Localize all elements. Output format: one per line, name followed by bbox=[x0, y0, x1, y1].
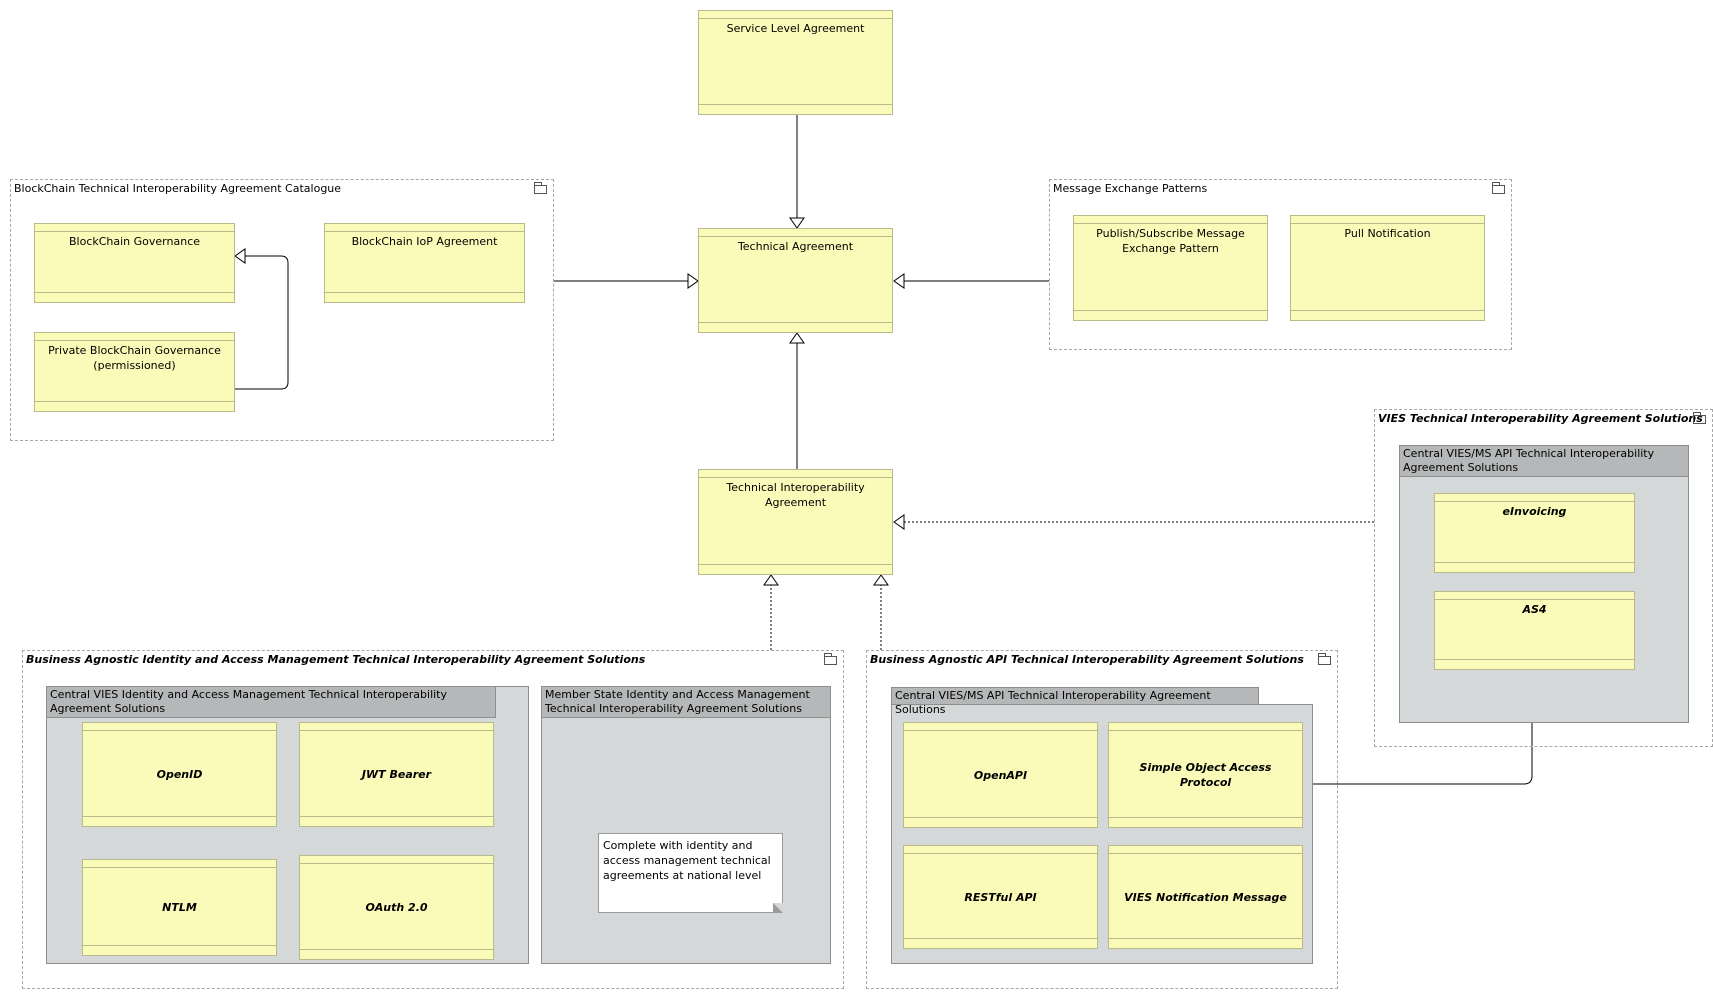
folder-icon bbox=[824, 653, 837, 665]
connector-as4-soap bbox=[1303, 670, 1533, 785]
private-blockchain-governance-box[interactable]: Private BlockChain Governance (permissio… bbox=[34, 332, 235, 412]
vies-solutions-title: VIES Technical Interoperability Agreemen… bbox=[1378, 412, 1703, 425]
vies-central-api-container[interactable]: Central VIES/MS API Technical Interopera… bbox=[1399, 445, 1689, 723]
vies-notification-message-label: VIES Notification Message bbox=[1124, 890, 1287, 904]
api-solutions-title: Business Agnostic API Technical Interope… bbox=[870, 653, 1304, 666]
blockchain-iop-agreement-box[interactable]: BlockChain IoP Agreement bbox=[324, 223, 525, 303]
folder-icon bbox=[1492, 182, 1505, 194]
technical-agreement-label: Technical Agreement bbox=[737, 240, 854, 253]
ntlm-box[interactable]: NTLM bbox=[82, 859, 277, 956]
openid-box[interactable]: OpenID bbox=[82, 722, 277, 827]
openapi-label: OpenAPI bbox=[973, 768, 1028, 782]
einvoicing-box[interactable]: eInvoicing bbox=[1434, 493, 1635, 573]
blockchain-catalogue-group[interactable]: BlockChain Technical Interoperability Ag… bbox=[10, 179, 554, 441]
folder-icon bbox=[1693, 412, 1706, 424]
restful-api-box[interactable]: RESTful API bbox=[903, 845, 1098, 949]
service-level-agreement-label: Service Level Agreement bbox=[726, 22, 865, 35]
member-state-iam-title: Member State Identity and Access Managem… bbox=[541, 686, 831, 718]
folder-icon bbox=[534, 182, 547, 194]
soap-box[interactable]: Simple Object Access Protocol bbox=[1108, 722, 1303, 828]
pull-notification-label: Pull Notification bbox=[1344, 227, 1431, 240]
connector-private-to-governance bbox=[235, 255, 289, 390]
blockchain-catalogue-title: BlockChain Technical Interoperability Ag… bbox=[14, 182, 342, 195]
blockchain-governance-box[interactable]: BlockChain Governance bbox=[34, 223, 235, 303]
national-agreements-note-text: Complete with identity and access manage… bbox=[603, 839, 771, 882]
blockchain-governance-label: BlockChain Governance bbox=[68, 235, 201, 248]
ntlm-label: NTLM bbox=[162, 901, 197, 914]
arrowhead bbox=[789, 332, 805, 344]
vies-notification-message-box[interactable]: VIES Notification Message bbox=[1108, 845, 1303, 949]
jwt-bearer-box[interactable]: JWT Bearer bbox=[299, 722, 494, 827]
openapi-box[interactable]: OpenAPI bbox=[903, 722, 1098, 828]
as4-box[interactable]: AS4 bbox=[1434, 591, 1635, 670]
oauth-box[interactable]: OAuth 2.0 bbox=[299, 855, 494, 960]
soap-label: Simple Object Access Protocol bbox=[1139, 761, 1272, 789]
iam-solutions-title: Business Agnostic Identity and Access Ma… bbox=[26, 653, 646, 666]
arrowhead bbox=[763, 574, 779, 586]
technical-interoperability-agreement-label: Technical Interoperability Agreement bbox=[726, 481, 865, 509]
service-level-agreement-box[interactable]: Service Level Agreement bbox=[698, 10, 893, 115]
arrowhead bbox=[873, 574, 889, 586]
arrowhead bbox=[687, 273, 699, 289]
central-vies-iam-title: Central VIES Identity and Access Managem… bbox=[46, 686, 496, 718]
national-agreements-note[interactable]: Complete with identity and access manage… bbox=[598, 833, 783, 913]
as4-label: AS4 bbox=[1522, 603, 1547, 616]
publish-subscribe-label: Publish/Subscribe Message Exchange Patte… bbox=[1096, 227, 1245, 255]
private-blockchain-governance-label: Private BlockChain Governance (permissio… bbox=[48, 344, 221, 372]
message-exchange-patterns-group[interactable]: Message Exchange Patterns bbox=[1049, 179, 1512, 350]
api-solutions-group[interactable]: Business Agnostic API Technical Interope… bbox=[866, 650, 1338, 989]
central-vies-api-title: Central VIES/MS API Technical Interopera… bbox=[891, 687, 1259, 716]
openid-label: OpenID bbox=[156, 768, 203, 781]
folder-icon bbox=[1318, 653, 1331, 665]
oauth-label: OAuth 2.0 bbox=[365, 901, 428, 914]
arrowhead bbox=[893, 273, 905, 289]
member-state-iam-container[interactable]: Member State Identity and Access Managem… bbox=[541, 686, 831, 964]
vies-solutions-group[interactable]: VIES Technical Interoperability Agreemen… bbox=[1374, 409, 1713, 747]
iam-solutions-group[interactable]: Business Agnostic Identity and Access Ma… bbox=[22, 650, 844, 989]
vies-central-api-title: Central VIES/MS API Technical Interopera… bbox=[1399, 445, 1689, 477]
technical-interoperability-agreement-box[interactable]: Technical Interoperability Agreement bbox=[698, 469, 893, 575]
blockchain-iop-agreement-label: BlockChain IoP Agreement bbox=[351, 235, 498, 248]
restful-api-label: RESTful API bbox=[964, 890, 1037, 904]
einvoicing-label: eInvoicing bbox=[1502, 505, 1567, 518]
arrowhead bbox=[789, 217, 805, 229]
pull-notification-box[interactable]: Pull Notification bbox=[1290, 215, 1485, 321]
note-fold-corner bbox=[773, 903, 783, 913]
jwt-bearer-label: JWT Bearer bbox=[361, 768, 432, 781]
publish-subscribe-box[interactable]: Publish/Subscribe Message Exchange Patte… bbox=[1073, 215, 1268, 321]
arrowhead bbox=[234, 248, 246, 264]
arrowhead bbox=[893, 514, 905, 530]
technical-agreement-box[interactable]: Technical Agreement bbox=[698, 228, 893, 333]
message-exchange-patterns-title: Message Exchange Patterns bbox=[1053, 182, 1208, 195]
